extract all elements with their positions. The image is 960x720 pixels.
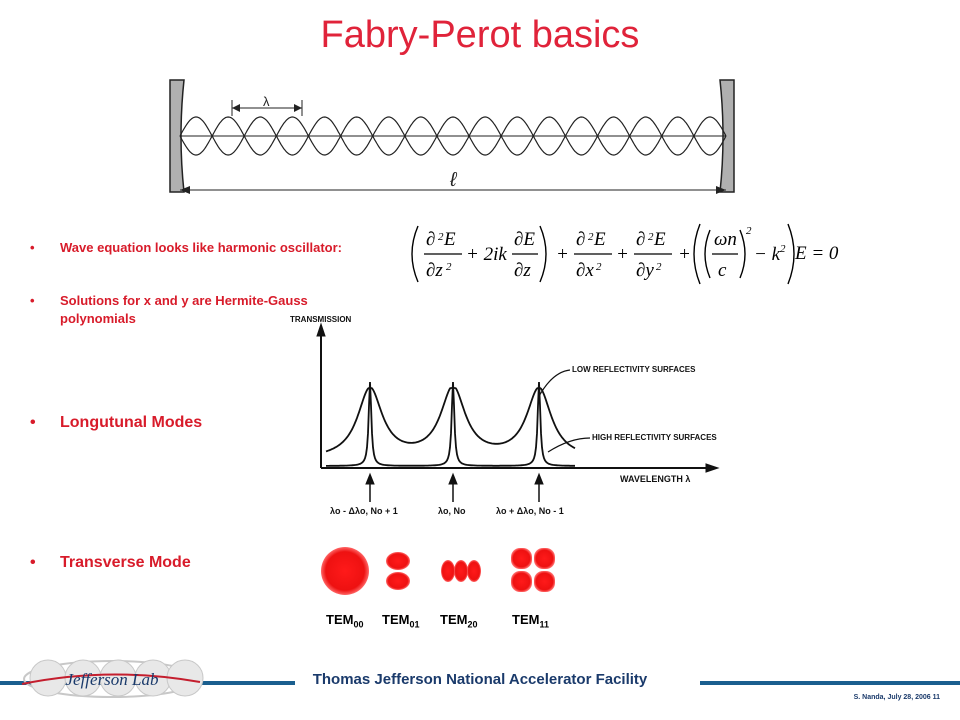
bullet-text: Solutions for x and y are Hermite-Gauss … bbox=[60, 293, 308, 326]
svg-text:2: 2 bbox=[588, 231, 594, 243]
svg-text:2: 2 bbox=[656, 261, 662, 273]
tem20-pattern bbox=[441, 560, 481, 582]
peak-label-center: λo, No bbox=[438, 506, 466, 516]
plot-xlabel: WAVELENGTH λ bbox=[620, 474, 690, 484]
svg-text:− k: − k bbox=[754, 244, 781, 265]
high-annotation-leader bbox=[547, 437, 591, 453]
jefferson-lab-logo: Jefferson Lab bbox=[21, 659, 204, 698]
svg-text:+: + bbox=[678, 244, 691, 265]
length-label: ℓ bbox=[449, 169, 458, 191]
lambda-label: λ bbox=[263, 94, 270, 109]
svg-text:∂E: ∂E bbox=[514, 229, 535, 250]
tem01-label: TEM01 bbox=[382, 612, 420, 630]
svg-text:E: E bbox=[593, 229, 606, 250]
tem-mode-patterns bbox=[321, 547, 555, 595]
cavity-diagram: λ ℓ bbox=[169, 79, 735, 194]
plot-ylabel: TRANSMISSION bbox=[290, 315, 352, 324]
svg-text:2: 2 bbox=[648, 231, 654, 243]
bullet-dot: • bbox=[30, 293, 35, 308]
tem11-pattern bbox=[511, 548, 555, 592]
high-reflectivity-label: HIGH REFLECTIVITY SURFACES bbox=[592, 433, 717, 442]
bullet-dot: • bbox=[30, 554, 36, 571]
svg-text:c: c bbox=[718, 260, 727, 281]
peak-label-minus: λo - Δλo, No + 1 bbox=[330, 506, 398, 516]
tem01-pattern bbox=[386, 552, 410, 590]
standing-wave-lower bbox=[179, 116, 727, 156]
tem20-label: TEM20 bbox=[440, 612, 478, 630]
bullet-text: Wave equation looks like harmonic oscill… bbox=[60, 240, 342, 255]
footer-bar-right bbox=[700, 681, 960, 685]
slide-title: Fabry-Perot basics bbox=[320, 14, 640, 56]
logo-text: Jefferson Lab bbox=[65, 670, 158, 689]
tem00-label: TEM00 bbox=[326, 612, 364, 630]
bullet-transverse-mode: • Transverse Mode bbox=[30, 553, 260, 575]
bullet-dot: • bbox=[30, 240, 35, 255]
svg-text:2: 2 bbox=[446, 261, 452, 273]
svg-text:E: E bbox=[443, 229, 456, 250]
standing-wave-upper bbox=[179, 116, 727, 156]
bullet-text: Transverse Mode bbox=[60, 554, 191, 571]
svg-text:∂y: ∂y bbox=[636, 260, 654, 281]
svg-text:ωn: ωn bbox=[714, 229, 737, 250]
svg-text:2: 2 bbox=[746, 225, 752, 237]
bullet-longitudinal-modes: • Longutunal Modes bbox=[30, 413, 260, 435]
svg-text:∂x: ∂x bbox=[576, 260, 594, 281]
bullet-dot: • bbox=[30, 414, 36, 431]
svg-text:+ 2ik: + 2ik bbox=[466, 244, 507, 265]
bullet-text: Longutunal Modes bbox=[60, 414, 203, 431]
low-reflectivity-label: LOW REFLECTIVITY SURFACES bbox=[572, 365, 696, 374]
high-reflectivity-curve bbox=[326, 381, 575, 467]
tem00-pattern bbox=[321, 547, 369, 595]
equation-tail: E = 0 bbox=[795, 243, 839, 264]
transmission-plot: TRANSMISSION WAVELENGTH λ LOW REFLECTIVI… bbox=[290, 315, 720, 516]
svg-text:∂z: ∂z bbox=[426, 260, 443, 281]
svg-text:∂: ∂ bbox=[576, 229, 585, 250]
svg-text:2: 2 bbox=[596, 261, 602, 273]
svg-text:2: 2 bbox=[438, 231, 444, 243]
peak-label-plus: λo + Δλo, No - 1 bbox=[496, 506, 564, 516]
tem11-label: TEM11 bbox=[512, 612, 549, 630]
svg-text:+: + bbox=[556, 244, 569, 265]
footer-credit: S. Nanda, July 28, 2006 11 bbox=[853, 694, 940, 701]
svg-text:∂z: ∂z bbox=[514, 260, 531, 281]
low-reflectivity-curve bbox=[325, 387, 576, 453]
footer-organization: Thomas Jefferson National Accelerator Fa… bbox=[312, 671, 648, 688]
svg-text:∂: ∂ bbox=[636, 229, 645, 250]
svg-text:2: 2 bbox=[780, 243, 786, 255]
svg-text:E: E bbox=[653, 229, 666, 250]
bullet-wave-equation: • Wave equation looks like harmonic osci… bbox=[30, 239, 350, 279]
left-mirror bbox=[169, 79, 185, 193]
svg-text:+: + bbox=[616, 244, 629, 265]
bullet-hermite-gauss: • Solutions for x and y are Hermite-Gaus… bbox=[30, 292, 380, 332]
low-annotation-leader bbox=[537, 369, 571, 399]
svg-text:∂: ∂ bbox=[426, 229, 435, 250]
